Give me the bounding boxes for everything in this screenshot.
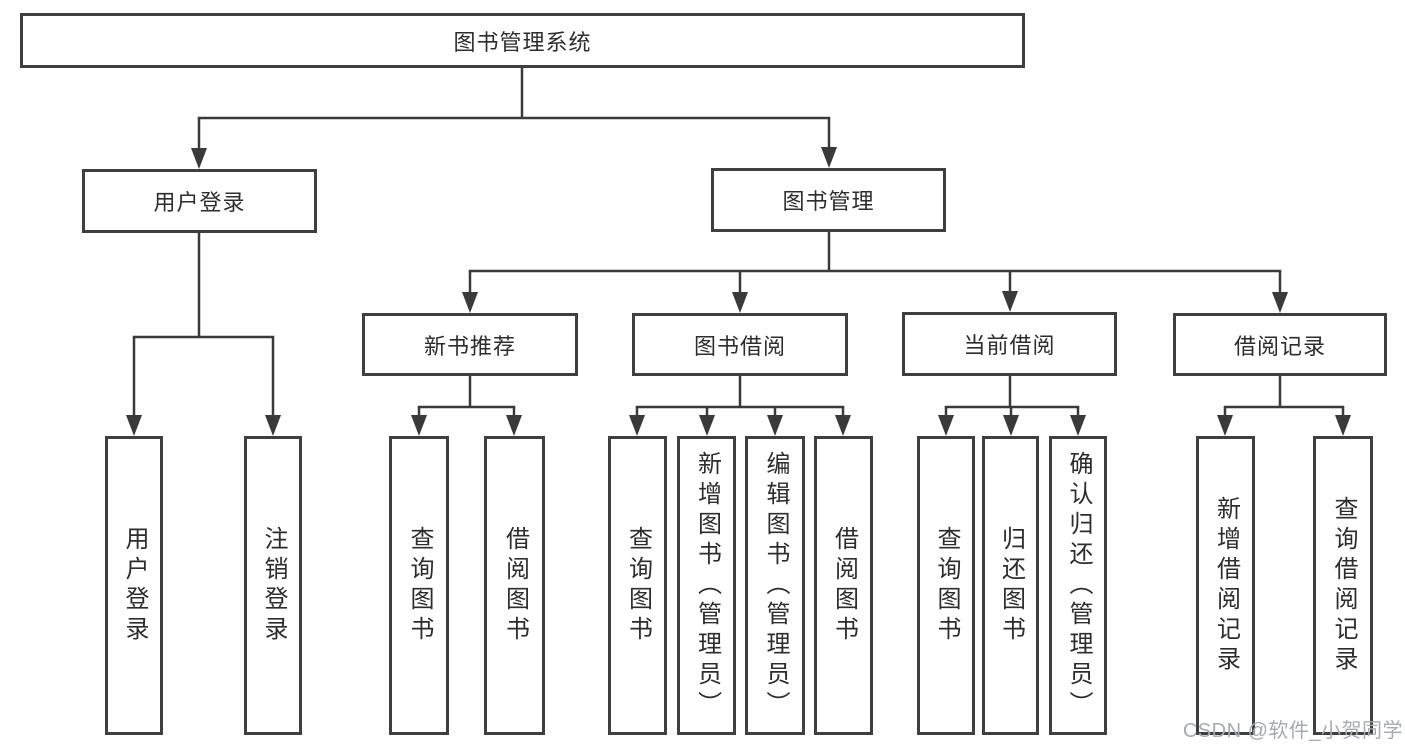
node-label: 借阅记录	[1233, 333, 1326, 359]
node-label: 归还图书	[997, 525, 1025, 646]
node-label: 查询借阅记录	[1330, 495, 1357, 676]
node-label: 新书推荐	[423, 333, 516, 359]
leaf-query-borrow-record: 查询借阅记录	[1313, 436, 1373, 735]
leaf-borrow-books-recommend: 借阅图书	[484, 436, 545, 735]
node-label: 用户登录	[153, 190, 246, 215]
node-label: 当前借阅	[963, 333, 1056, 358]
node-label: 图书管理	[782, 189, 875, 214]
node-book-borrowing: 图书借阅	[632, 313, 848, 376]
node-book-management: 图书管理	[711, 168, 946, 232]
node-label: 注销登录	[260, 525, 287, 646]
leaf-logout: 注销登录	[244, 436, 302, 735]
leaf-query-books-current: 查询图书	[917, 436, 975, 735]
leaf-user-login: 用户登录	[105, 436, 163, 735]
leaf-query-books-borrowing: 查询图书	[608, 436, 667, 735]
node-user-login: 用户登录	[82, 169, 317, 233]
node-current-borrowing: 当前借阅	[902, 312, 1117, 376]
node-label: 新增借阅记录	[1212, 495, 1240, 676]
leaf-add-book-admin: 新增图书（管理员）	[677, 436, 736, 735]
node-label: 确认归还（管理员）	[1065, 450, 1092, 721]
node-label: 借阅图书	[501, 525, 529, 646]
node-new-book-recommendation: 新书推荐	[362, 313, 578, 376]
watermark: CSDN @软件_小贺同学	[1182, 720, 1403, 742]
node-label: 新增图书（管理员）	[693, 450, 721, 721]
node-label: 查询图书	[406, 525, 433, 646]
leaf-query-books-recommend: 查询图书	[389, 436, 449, 735]
leaf-add-borrow-record: 新增借阅记录	[1196, 436, 1255, 735]
leaf-borrow-books-borrowing: 借阅图书	[814, 436, 873, 735]
node-label: 用户登录	[121, 525, 148, 646]
node-book-management-system: 图书管理系统	[20, 13, 1025, 68]
leaf-confirm-return-admin: 确认归还（管理员）	[1049, 436, 1107, 735]
node-label: 编辑图书（管理员）	[762, 450, 789, 721]
leaf-edit-book-admin: 编辑图书（管理员）	[745, 436, 805, 735]
node-borrowing-records: 借阅记录	[1173, 313, 1387, 376]
node-label: 查询图书	[933, 525, 960, 646]
leaf-return-books: 归还图书	[982, 436, 1039, 735]
node-label: 图书借阅	[693, 333, 786, 359]
node-label: 查询图书	[624, 525, 652, 646]
node-label: 图书管理系统	[453, 29, 592, 55]
node-label: 借阅图书	[830, 525, 858, 646]
